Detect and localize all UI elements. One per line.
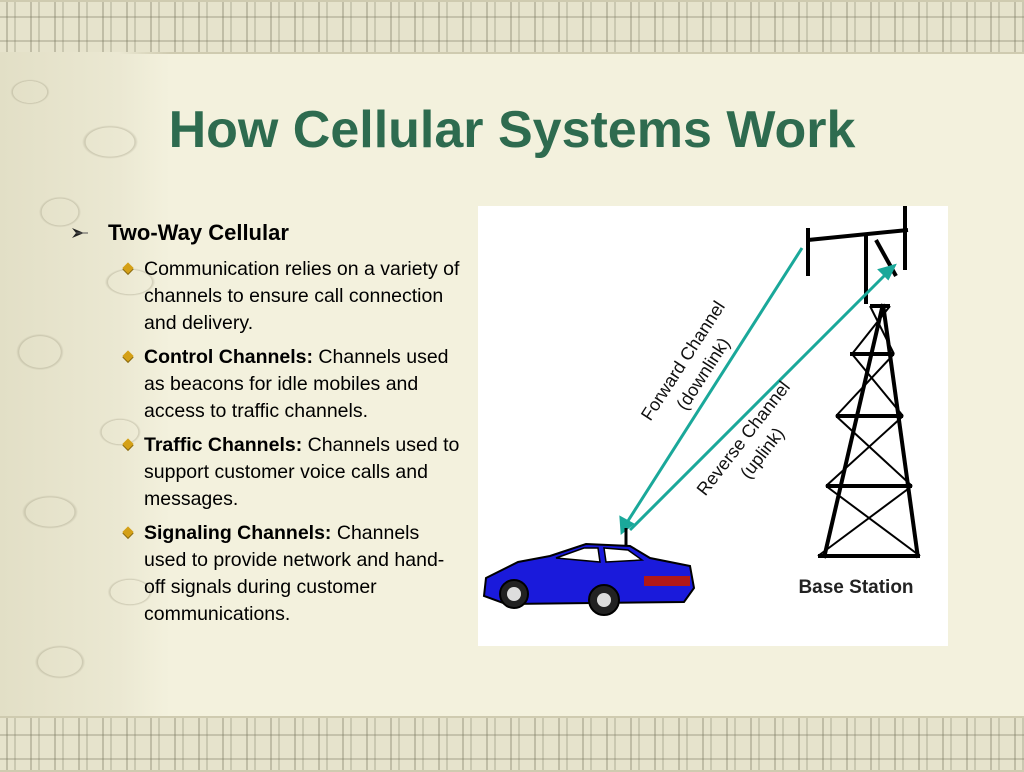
bullet-content: Two-Way Cellular Communication relies on… [70,220,460,635]
sub-bullet: Signaling Channels: Channels used to pro… [122,520,460,628]
slide-title: How Cellular Systems Work [168,101,856,159]
sub-bullet-text: Channels used as beacons for idle mobile… [144,346,449,422]
stone-texture [0,52,170,716]
base-station-tower-icon [806,206,921,559]
sub-bullet: Communication relies on a variety of cha… [122,256,460,337]
sub-bullet: Traffic Channels: Channels used to suppo… [122,432,460,513]
diamond-bullet-icon [122,526,134,538]
car-icon [482,542,696,616]
sub-bullet: Control Channels: Channels used as beaco… [122,344,460,425]
sub-bullet-text: Communication relies on a variety of cha… [144,258,460,334]
base-station-label: Base Station [798,577,913,598]
diamond-bullet-icon [122,438,134,450]
main-bullet-text: Two-Way Cellular [108,220,289,245]
sub-bullet-text: Channels used to provide network and han… [144,522,445,625]
top-border [0,0,1024,54]
main-bullet: Two-Way Cellular [70,220,460,246]
sub-bullet-list: Communication relies on a variety of cha… [70,256,460,628]
sub-bullet-bold: Control Channels: [144,346,313,368]
diamond-bullet-icon [122,262,134,274]
arrow-bullet-icon [70,220,108,245]
diamond-bullet-icon [122,350,134,362]
reverse-channel-label: Reverse Channel (uplink) [693,377,794,499]
bottom-border [0,716,1024,772]
cellular-diagram: Forward Channel (downlink) Reverse Chann… [478,206,948,646]
sub-bullet-text: Channels used to support customer voice … [144,434,460,510]
channel-links [619,247,897,535]
sub-bullet-bold: Signaling Channels: [144,522,332,544]
sub-bullet-bold: Traffic Channels: [144,434,303,456]
